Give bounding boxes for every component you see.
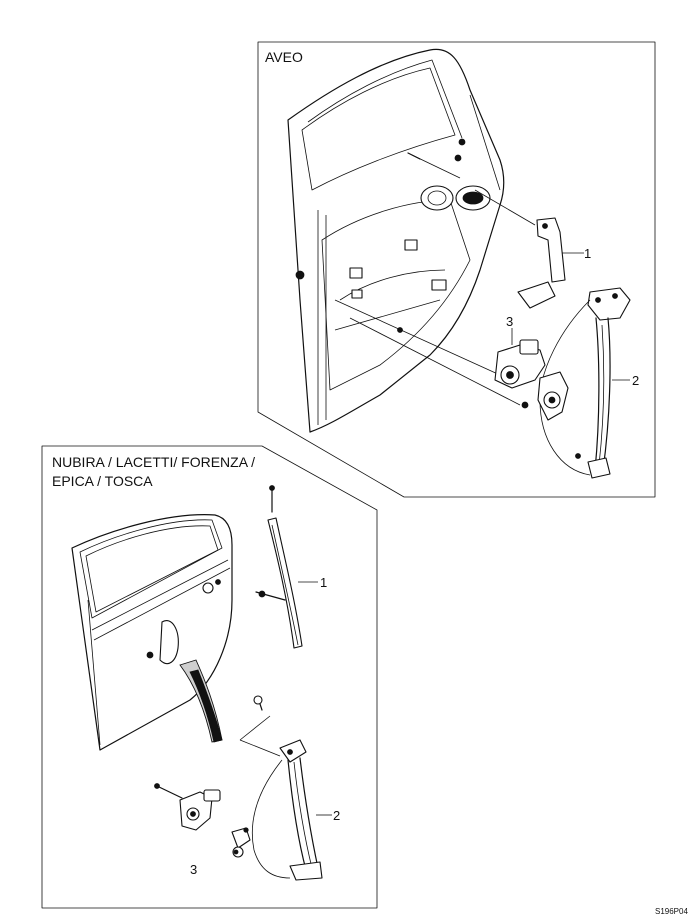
nubira-callout-2: 2 <box>333 808 340 823</box>
nubira-part-1-channel <box>255 485 303 649</box>
nubira-part-3-motor <box>154 783 251 858</box>
aveo-panel-title: AVEO <box>265 49 303 65</box>
aveo-part-3-motor <box>494 339 569 421</box>
nubira-panel: NUBIRA / LACETTI/ FORENZA / EPICA / TOSC… <box>41 445 378 909</box>
nubira-panel-title-line2: EPICA / TOSCA <box>52 473 153 489</box>
aveo-part-1-bracket <box>517 217 566 309</box>
nubira-callout-1: 1 <box>320 575 327 590</box>
aveo-door <box>287 48 505 433</box>
aveo-panel-frame <box>257 41 656 498</box>
aveo-callout-3: 3 <box>506 314 513 329</box>
nubira-part-2-regulator <box>239 695 323 881</box>
nubira-panel-frame <box>41 445 378 909</box>
figure-code: S196P04 <box>655 907 688 916</box>
nubira-door <box>71 514 233 751</box>
aveo-panel: AVEO <box>257 41 656 498</box>
nubira-callout-3: 3 <box>190 862 197 877</box>
nubira-panel-title-line1: NUBIRA / LACETTI/ FORENZA / <box>52 454 255 470</box>
aveo-callout-1: 1 <box>584 246 591 261</box>
aveo-callout-2: 2 <box>632 373 639 388</box>
aveo-part-2-regulator <box>539 287 631 479</box>
